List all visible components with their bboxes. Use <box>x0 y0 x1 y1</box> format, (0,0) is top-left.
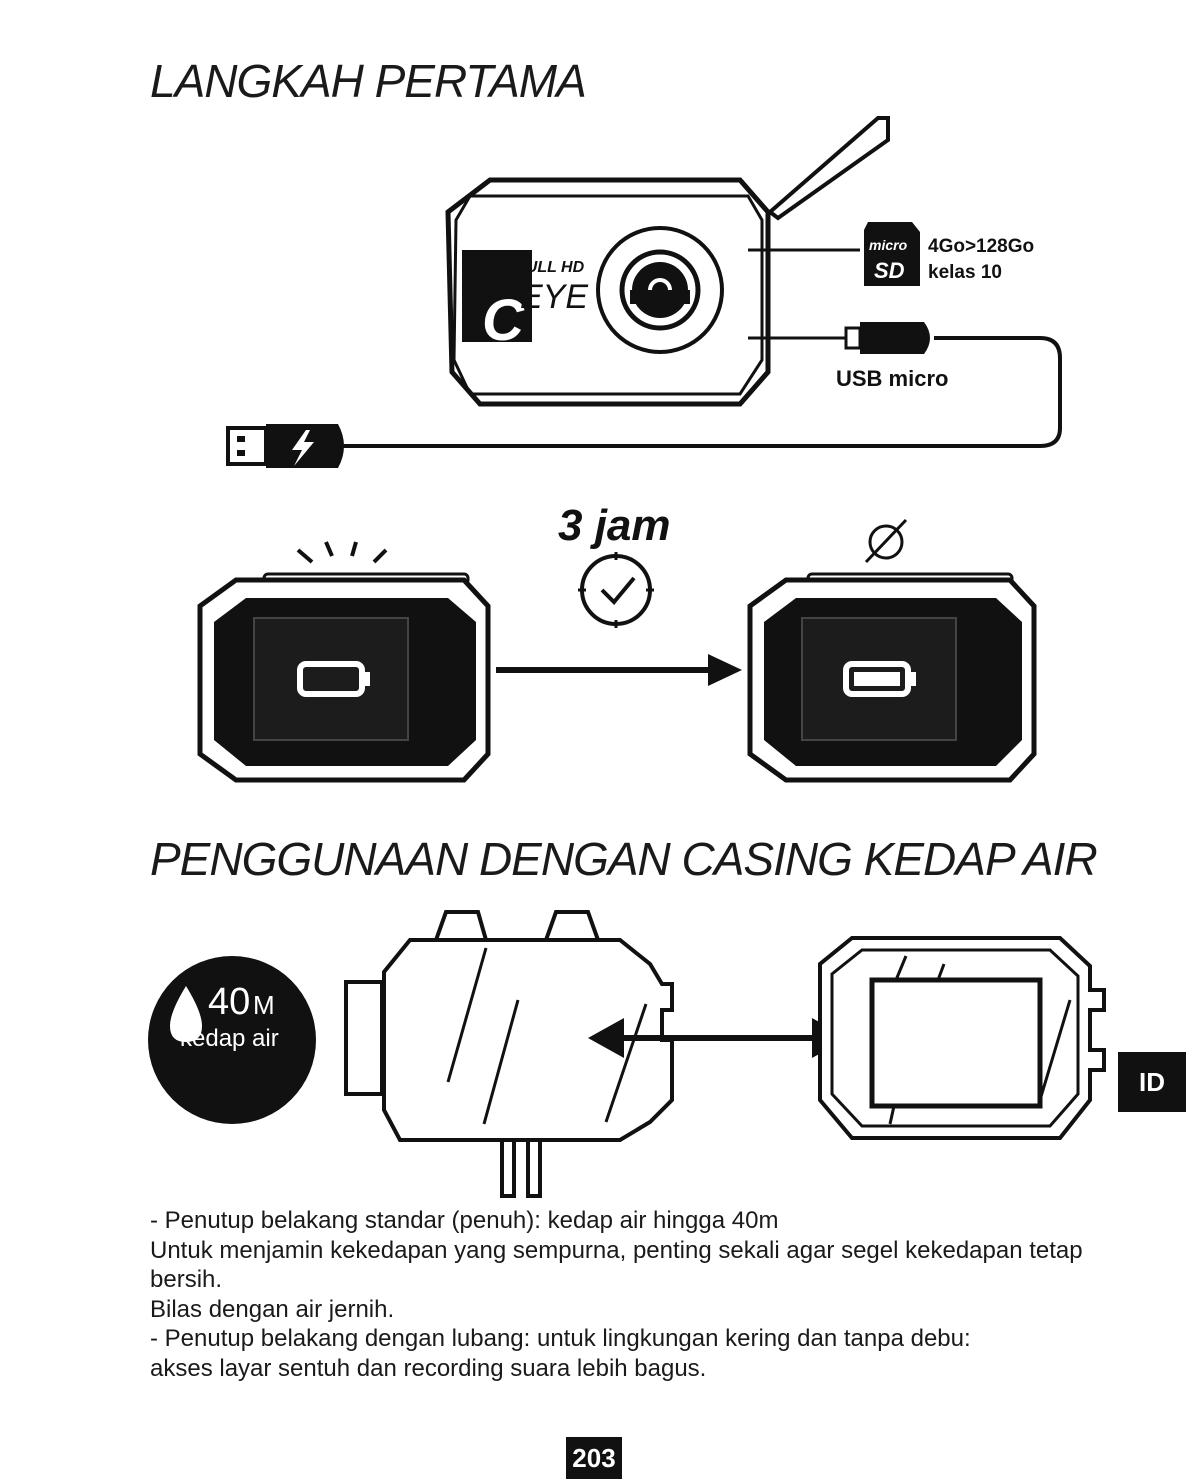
depth-label: kedap air <box>180 1025 279 1052</box>
instructions-text: - Penutup belakang standar (penuh): keda… <box>150 1206 1130 1383</box>
sd-slot-flap-icon <box>766 116 890 221</box>
charge-duration: 3 jam <box>558 501 671 550</box>
waterproof-case-illustration: 40 M kedap air <box>148 910 1106 1198</box>
camera-back-charging-icon <box>197 541 491 783</box>
usb-label: USB micro <box>836 366 948 391</box>
sd-card-line2: SD <box>874 258 905 283</box>
instruction-line-1: - Penutup belakang standar (penuh): keda… <box>150 1207 779 1234</box>
arrow-right-icon <box>708 654 742 686</box>
charging-row-illustration: 3 jam <box>197 501 1037 783</box>
camera-front-icon <box>445 177 771 407</box>
section-title-waterproof-case: PENGGUNAAN DENGAN CASING KEDAP AIR <box>150 833 1098 885</box>
camera-charging-illustration: FULL HD C EYE micro SD 4Go>128Go kelas 1… <box>226 116 1062 468</box>
no-indicator-icon <box>868 524 904 560</box>
microsd-card-icon <box>864 222 920 286</box>
micro-usb-plug-icon <box>844 322 930 354</box>
battery-full-icon <box>843 661 911 697</box>
page-number: 203 <box>566 1437 622 1479</box>
water-drop-icon <box>170 986 202 1042</box>
waterproof-case-back-icon <box>818 936 1106 1140</box>
camera-back-charged-icon <box>747 518 1037 783</box>
instruction-line-2: Untuk menjamin kekedapan yang sempurna, … <box>150 1236 1083 1294</box>
instruction-line-5: akses layar sentuh dan recording suara l… <box>150 1354 707 1382</box>
instruction-line-3: Bilas dengan air jernih. <box>150 1295 395 1323</box>
sd-card-line1: micro <box>869 237 908 253</box>
waterproof-case-side-icon <box>344 910 674 1198</box>
language-tab: ID <box>1118 1052 1186 1112</box>
depth-unit: M <box>253 990 275 1020</box>
arrow-left-icon <box>588 1018 624 1058</box>
sd-capacity: 4Go>128Go <box>928 236 1034 257</box>
camera-brand-main: EYE <box>520 278 588 316</box>
depth-value: 40 <box>208 981 250 1023</box>
sd-class: kelas 10 <box>928 262 1002 283</box>
camera-brand-top: FULL HD <box>516 259 585 276</box>
battery-empty-icon <box>297 661 365 697</box>
instruction-line-4: - Penutup belakang dengan lubang: untuk … <box>150 1325 971 1352</box>
section-title-first-steps: LANGKAH PERTAMA <box>150 55 587 107</box>
camera-brand-initial: C <box>482 288 525 353</box>
usb-charger-plug-icon <box>226 424 344 468</box>
clock-icon <box>578 552 654 628</box>
usb-cable <box>336 336 1062 448</box>
lightning-bolt-icon <box>292 430 314 466</box>
